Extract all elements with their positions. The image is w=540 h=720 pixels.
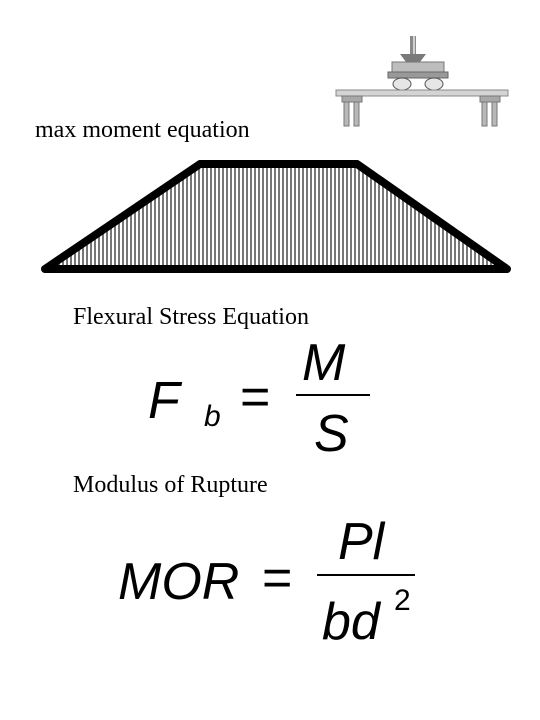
equation-symbol-f: F [148, 372, 180, 430]
moment-diagram [41, 160, 511, 273]
flexural-stress-heading: Flexural Stress Equation [73, 304, 309, 330]
moment-diagram-shape [41, 160, 511, 273]
max-moment-heading: max moment equation [35, 117, 250, 143]
fraction-bar [317, 574, 415, 576]
fraction-denominator: bd [322, 593, 380, 651]
fraction-denominator: S [314, 405, 349, 463]
fraction-numerator: Pl [338, 513, 385, 571]
equation-subscript-b: b [204, 400, 221, 433]
modulus-of-rupture-heading: Modulus of Rupture [73, 472, 268, 498]
fraction-bar [296, 394, 370, 396]
denominator-exponent: 2 [394, 584, 411, 617]
equals-sign: = [240, 368, 271, 426]
equation-lhs-mor: MOR [118, 553, 240, 611]
fraction-numerator: M [302, 334, 346, 392]
four-point-bending-test-icon [335, 36, 509, 127]
equals-sign: = [262, 549, 293, 607]
